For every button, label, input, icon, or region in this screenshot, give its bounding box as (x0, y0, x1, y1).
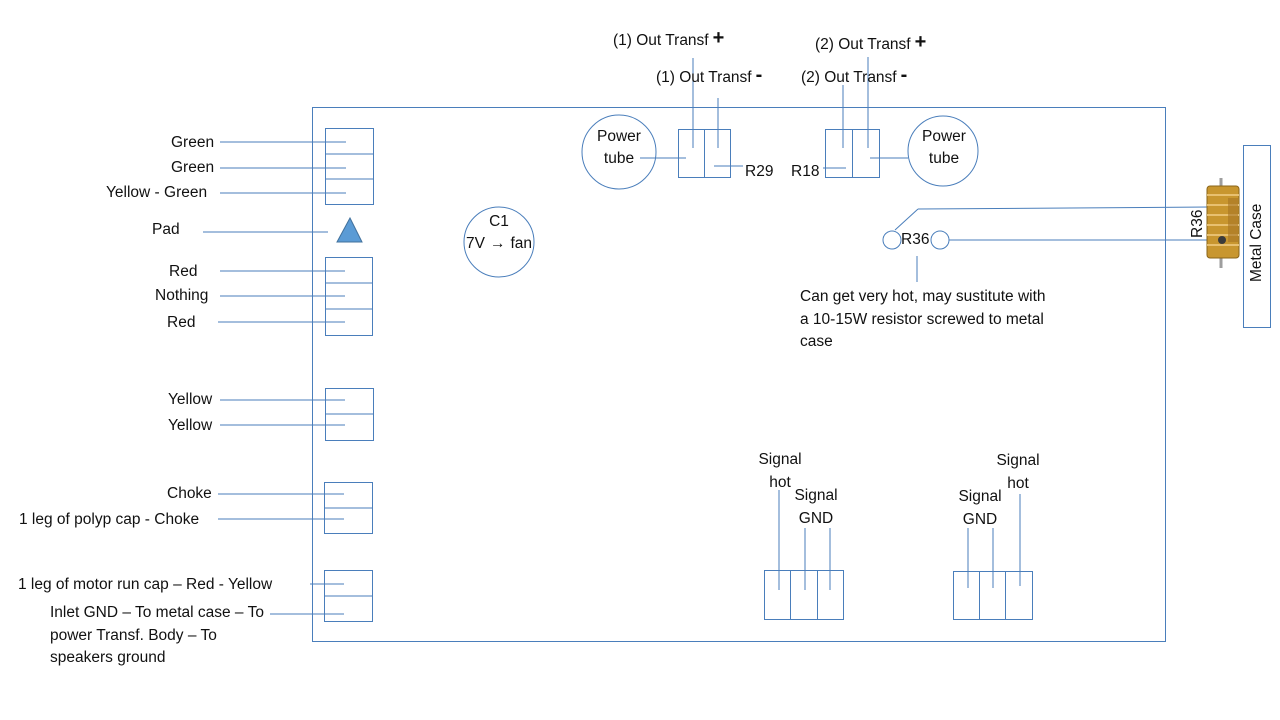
power-resistor-icon (1206, 178, 1240, 268)
label-yellow-green: Yellow - Green (106, 184, 208, 201)
label-nothing: Nothing (155, 287, 209, 304)
label-red-1: Red (169, 263, 198, 280)
power-tube-right-circle (907, 115, 979, 187)
label-r36-board: R36 (901, 231, 930, 248)
label-signal-hot-left: Signal hot (758, 451, 802, 491)
label-yellow-1: Yellow (168, 391, 213, 408)
label-red-2: Red (167, 314, 196, 331)
label-out-transf-2-minus: (2) Out Transf- (801, 64, 908, 86)
plus-sign: + (914, 31, 927, 53)
label-r18: R18 (791, 163, 820, 180)
label-r29: R29 (745, 163, 774, 180)
label-choke: Choke (167, 485, 212, 502)
r36-pad-right (930, 230, 950, 250)
connector-green-block (325, 128, 374, 205)
label-green-2: Green (171, 159, 215, 176)
arrow-right-icon: → (489, 235, 506, 252)
label-c1: C1 (489, 213, 509, 230)
pad-triangle-icon (336, 216, 363, 243)
label-yellow-2: Yellow (168, 417, 213, 434)
metal-case-outline (1243, 145, 1271, 328)
circuit-board-outline (312, 107, 1166, 642)
label-out-transf-1-plus: (1) Out Transf+ (613, 27, 725, 49)
power-tube-left-circle (581, 114, 657, 190)
plus-sign: + (712, 27, 725, 49)
label-polyp-cap: 1 leg of polyp cap - Choke (19, 511, 200, 528)
label-power-tube-left: Power tube (597, 128, 641, 167)
label-r36-external: R36 (1189, 209, 1206, 238)
minus-sign: - (755, 64, 763, 86)
label-inlet-gnd: Inlet GND – To metal case – To power Tra… (50, 604, 264, 666)
label-green-1: Green (171, 134, 215, 151)
label-signal-gnd-right: Signal GND (958, 488, 1002, 528)
label-pad: Pad (152, 221, 180, 238)
note-r36-hot: Can get very hot, may sustitute with a 1… (800, 288, 1046, 350)
label-c1-7v-fan: 7V→fan (465, 235, 533, 252)
label-out-transf-1-minus: (1) Out Transf- (656, 64, 763, 86)
label-power-tube-right: Power tube (922, 128, 966, 167)
c1-capacitor-circle (463, 206, 535, 278)
label-signal-gnd-left: Signal GND (794, 487, 838, 527)
r36-pad-left (882, 230, 902, 250)
minus-sign: - (900, 64, 908, 86)
label-signal-hot-right: Signal hot (996, 452, 1040, 492)
signal-connector-left (764, 570, 844, 620)
label-motor-run-cap: 1 leg of motor run cap – Red - Yellow (18, 576, 273, 593)
label-out-transf-2-plus: (2) Out Transf+ (815, 31, 927, 53)
label-metal-case: Metal Case (1248, 203, 1265, 282)
